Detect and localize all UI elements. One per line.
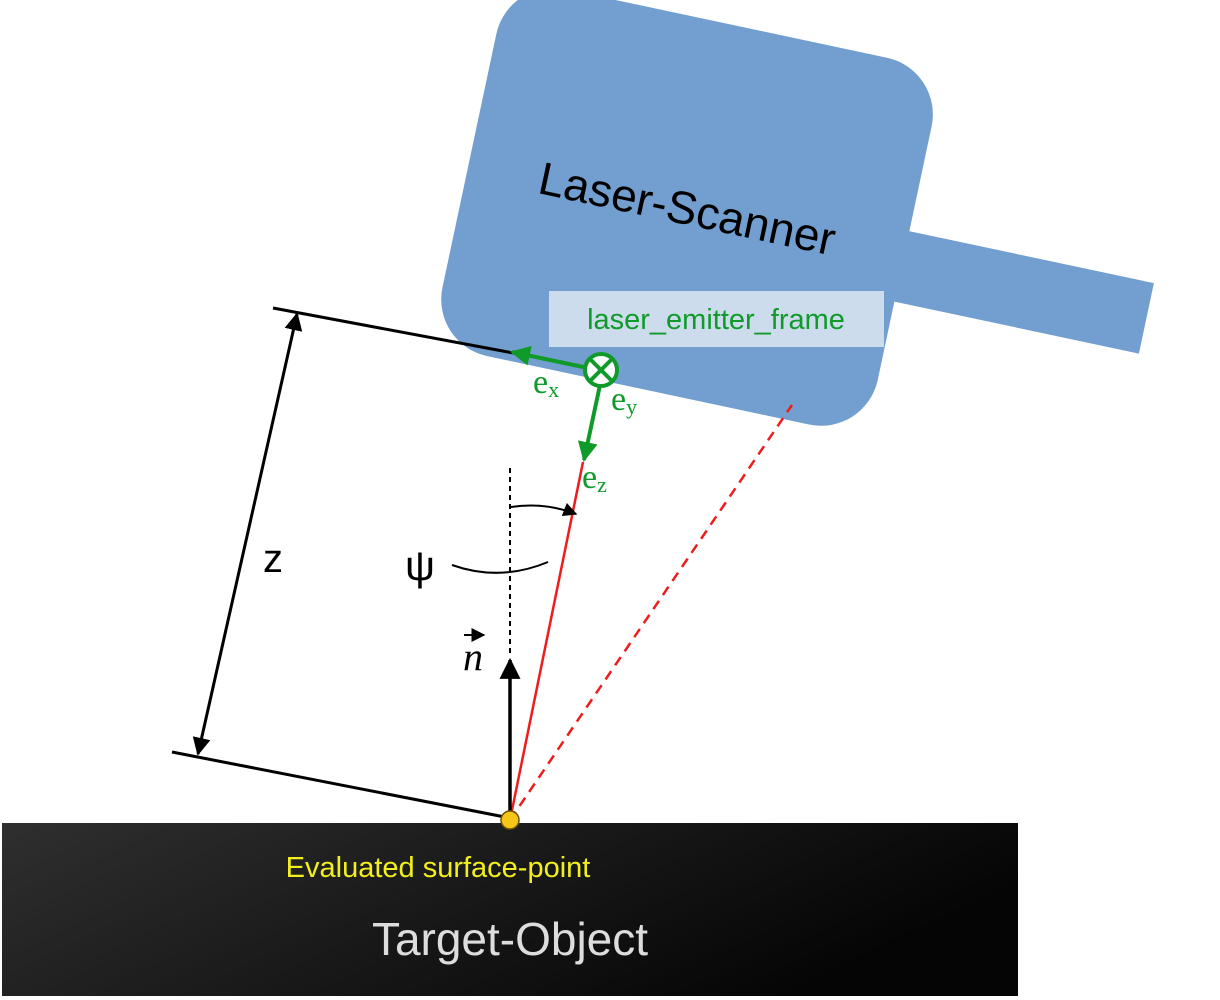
- surface-point-marker: [500, 810, 520, 830]
- normal-label: n: [463, 634, 483, 679]
- laser-beam: [508, 461, 585, 821]
- distance-line-bottom: [171, 750, 511, 820]
- distance-label: z: [263, 537, 283, 581]
- normal-vector-label: n: [463, 628, 486, 679]
- ex-axis-arrow: [510, 345, 589, 370]
- ex-label-base: e: [533, 364, 548, 401]
- ez-axis-arrow: [577, 384, 602, 462]
- angle-label: ψ: [405, 542, 435, 589]
- distance-line-top: [272, 306, 541, 360]
- ez-label: ez: [582, 459, 607, 497]
- ey-label-sub: y: [626, 394, 637, 419]
- laser-scanner: Laser-Scanner: [441, 0, 1154, 426]
- angle-arc: [510, 502, 578, 516]
- scanner-handle: [835, 218, 1154, 354]
- frame-label: laser_emitter_frame: [587, 304, 845, 336]
- ey-label: ey: [611, 381, 637, 419]
- ez-label-base: e: [582, 459, 597, 496]
- surface-point-label: Evaluated surface-point: [286, 852, 591, 884]
- ex-label-sub: x: [548, 377, 559, 402]
- circled-cross-icon: [583, 352, 619, 388]
- target-object: [2, 823, 1018, 996]
- frame-label-box: [549, 291, 884, 347]
- ey-label-base: e: [611, 381, 626, 418]
- distance-arrow: [192, 312, 303, 756]
- target-object-label: Target-Object: [372, 913, 648, 965]
- ex-label: ex: [533, 364, 559, 402]
- angle-leader: [451, 561, 549, 574]
- ez-label-sub: z: [597, 472, 607, 497]
